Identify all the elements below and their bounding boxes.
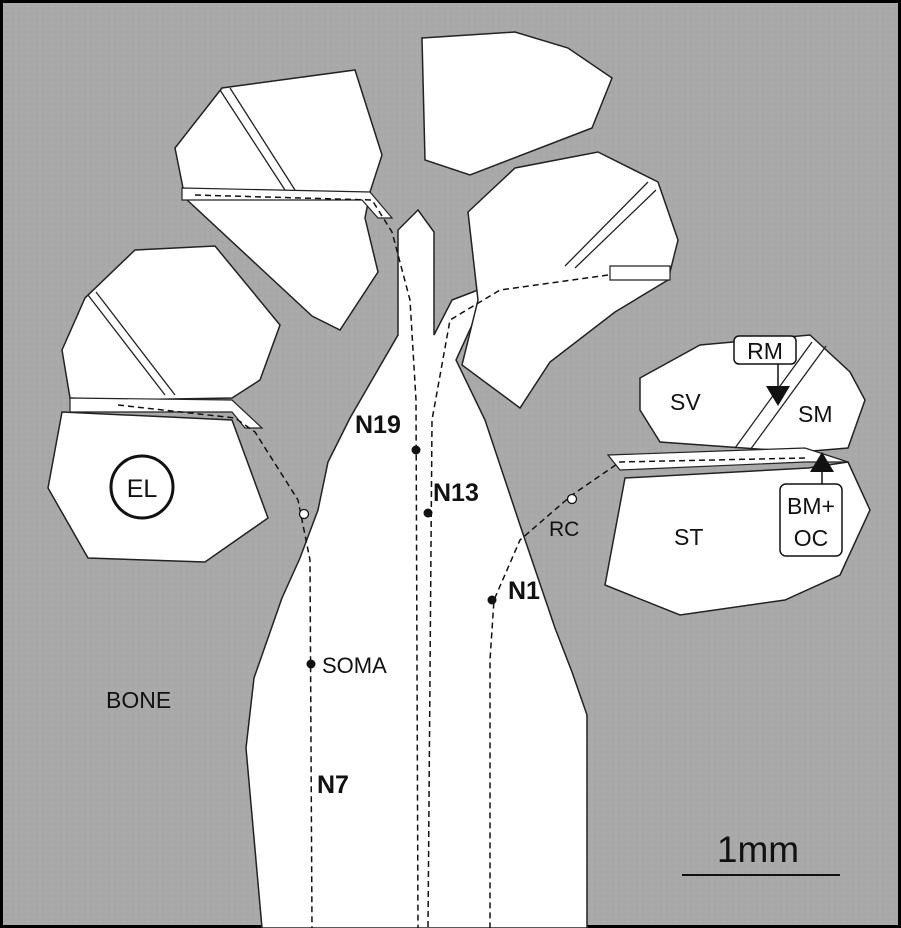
label-sm: SM — [798, 401, 833, 427]
label-n13: N13 — [433, 479, 479, 507]
label-bm-oc-line1: BM+ — [787, 493, 835, 519]
node-n1 — [487, 595, 497, 605]
label-rc: RC — [549, 518, 579, 541]
node-n13 — [423, 508, 433, 518]
node-soma — [306, 659, 316, 669]
bm-oc-arrowhead — [810, 452, 834, 472]
recording-nodes — [298, 445, 578, 669]
scala-apex-top — [421, 31, 613, 176]
label-n7: N7 — [317, 771, 349, 799]
label-bone: BONE — [106, 687, 171, 713]
label-soma: SOMA — [322, 653, 387, 678]
label-n19: N19 — [355, 411, 401, 439]
label-st: ST — [674, 524, 703, 550]
scale-bar-label: 1mm — [717, 829, 799, 870]
rm-box — [733, 335, 797, 365]
label-bm-oc-line2: OC — [794, 525, 829, 551]
node-n19 — [411, 445, 421, 455]
label-sv: SV — [670, 389, 701, 415]
bm-oc-box — [779, 483, 843, 557]
rm-arrowhead — [766, 386, 790, 406]
node-rc — [566, 493, 578, 505]
label-rm: RM — [747, 338, 783, 364]
nerve-fibre-paths — [117, 194, 806, 928]
label-n1: N1 — [508, 577, 540, 605]
node-open-left — [298, 508, 310, 520]
label-el: EL — [127, 475, 158, 503]
scala-upper-right — [461, 151, 679, 410]
el-circle — [109, 454, 175, 520]
modiolus-trunk — [245, 208, 613, 928]
scale-bar: 1mm — [682, 829, 840, 876]
